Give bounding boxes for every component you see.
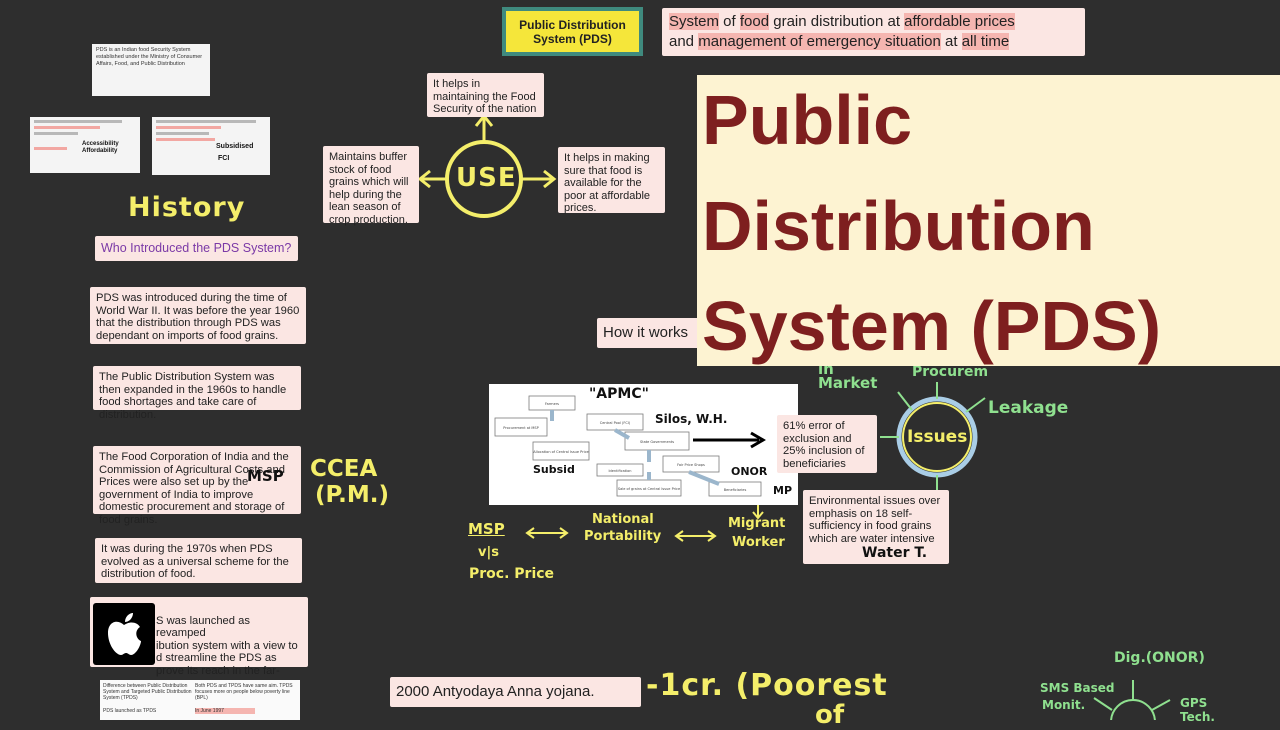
digital-hub bbox=[1093, 680, 1171, 720]
bottom-table: Difference between Public Distribution S… bbox=[100, 680, 300, 720]
definition-part: grain distribution at bbox=[769, 13, 905, 30]
table-cell: Both PDS and TPDS have same aim. TPDS fo… bbox=[195, 683, 293, 701]
definition-part: System bbox=[669, 13, 720, 30]
apmc-box-label: Farmers bbox=[545, 402, 559, 406]
gps-label: GPS bbox=[1180, 696, 1208, 710]
history-note-5-text: S was launched as revamped ibution syste… bbox=[156, 614, 298, 677]
thumbnail-hand-note: Accessibility Affordability bbox=[82, 141, 119, 154]
banner-line-1: Public bbox=[702, 81, 913, 159]
proc-price-label: Proc. Price bbox=[469, 566, 555, 582]
title-tag-label: Public Distribution System (PDS) bbox=[506, 11, 639, 52]
worker-label: Worker bbox=[732, 535, 785, 550]
water-hand-note: Water T. bbox=[862, 545, 928, 561]
apmc-box-label: Beneficiaries bbox=[724, 488, 747, 492]
use-note-right: It helps in making sure that food is ava… bbox=[558, 147, 665, 214]
thumbnail-hand-note: FCI bbox=[218, 155, 230, 162]
history-note-2: The Public Distribution System was then … bbox=[93, 366, 301, 421]
apmc-flowchart-drawing: Farmers Procurement at MSP Central Pool … bbox=[494, 395, 766, 497]
apmc-subsid: Subsid bbox=[533, 463, 575, 476]
title-banner: Public Distribution System (PDS) bbox=[697, 75, 1280, 366]
portability-label: Portability bbox=[584, 529, 662, 544]
definition-part: affordable prices bbox=[904, 13, 1015, 30]
definition-part: management of emergency situation bbox=[698, 33, 941, 50]
apmc-title: "APMC" bbox=[589, 386, 649, 402]
vs-label: v|s bbox=[478, 545, 499, 560]
msp-hand-note: MSP bbox=[247, 467, 284, 485]
digital-onor-label: Dig.(ONOR) bbox=[1114, 650, 1205, 666]
msp-label: MSP bbox=[468, 520, 505, 538]
definition-part: of bbox=[719, 13, 740, 30]
issue-environment-note: Environmental issues over emphasis on 18… bbox=[803, 490, 949, 564]
definition-part: at bbox=[940, 33, 962, 50]
use-note-left: Maintains buffer stock of food grains wh… bbox=[323, 146, 419, 226]
how-it-works-label: How it works bbox=[597, 318, 707, 348]
issue-error-note: 61% error of exclusion and 25% inclusion… bbox=[777, 415, 877, 473]
sms-label: SMS Based bbox=[1040, 681, 1115, 695]
apmc-box-label: Sale of grains at Central Issue Price bbox=[618, 487, 680, 491]
history-note-4: It was during the 1970s when PDS evolved… bbox=[95, 538, 302, 583]
definition-part: food bbox=[739, 13, 770, 30]
title-tag: Public Distribution System (PDS) bbox=[502, 7, 643, 56]
thumbnail-definition[interactable]: PDS is an Indian food Security System es… bbox=[92, 44, 210, 96]
history-note-3: The Food Corporation of India and the Co… bbox=[93, 446, 301, 526]
history-question: Who Introduced the PDS System? bbox=[95, 236, 298, 261]
apmc-mp: MP bbox=[773, 484, 793, 497]
table-cell: PDS launched as TPDS bbox=[103, 708, 157, 714]
migrant-label: Migrant bbox=[728, 516, 786, 531]
thumbnail-responsibility-1[interactable]: Accessibility Affordability bbox=[30, 117, 140, 173]
apmc-box-label: Identification bbox=[609, 469, 632, 473]
apmc-box-label: Allocation of Central Issue Price bbox=[533, 450, 588, 454]
definition-part: all time bbox=[961, 33, 1010, 50]
thumbnail-hand-note: Subsidised bbox=[216, 143, 254, 150]
banner-line-2: Distribution bbox=[702, 187, 1095, 265]
table-cell: In June 1997 bbox=[195, 708, 255, 714]
table-cell: Difference between Public Distribution S… bbox=[103, 683, 192, 701]
definition-part: and bbox=[669, 33, 695, 50]
apmc-silos: Silos, W.H. bbox=[655, 412, 728, 426]
national-label: National bbox=[592, 512, 654, 527]
thumbnail-text: PDS is an Indian food Security System es… bbox=[96, 47, 203, 67]
ccea-label: CCEA bbox=[310, 456, 378, 482]
apmc-box-label: State Governments bbox=[640, 440, 674, 444]
tech-label: Tech. bbox=[1180, 710, 1215, 724]
thumbnail-responsibility-2[interactable]: Subsidised FCI bbox=[152, 117, 270, 175]
antyodaya-hand-note-2: of bbox=[815, 700, 845, 730]
issue-procurement-label: Procurem bbox=[912, 364, 989, 380]
apmc-box-label: Fair Price Shops bbox=[677, 463, 705, 467]
definition-note: System of food grain distribution at aff… bbox=[662, 8, 1085, 56]
history-heading: History bbox=[128, 192, 246, 223]
antyodaya-hand-note: -1cr. (Poorest bbox=[646, 668, 888, 703]
apmc-onor: ONOR bbox=[731, 465, 768, 478]
apple-logo-icon bbox=[108, 613, 141, 655]
app-logo[interactable] bbox=[93, 603, 155, 665]
banner-line-3: System (PDS) bbox=[702, 287, 1162, 365]
use-note-top: It helps in maintaining the Food Securit… bbox=[427, 73, 544, 117]
history-note-1: PDS was introduced during the time of Wo… bbox=[90, 287, 306, 344]
apmc-box-label: Central Pool (FCI) bbox=[600, 421, 631, 425]
monit-label: Monit. bbox=[1042, 698, 1086, 712]
apmc-flowchart: Farmers Procurement at MSP Central Pool … bbox=[489, 384, 798, 505]
issue-leakage-label: Leakage bbox=[988, 398, 1069, 418]
antyodaya-note: 2000 Antyodaya Anna yojana. bbox=[390, 677, 641, 707]
apmc-box-label: Procurement at MSP bbox=[503, 426, 538, 430]
issues-hub-label: Issues bbox=[907, 427, 968, 447]
use-hub-label: USE bbox=[456, 163, 517, 193]
ccea-pm-label: (P.M.) bbox=[315, 482, 390, 508]
